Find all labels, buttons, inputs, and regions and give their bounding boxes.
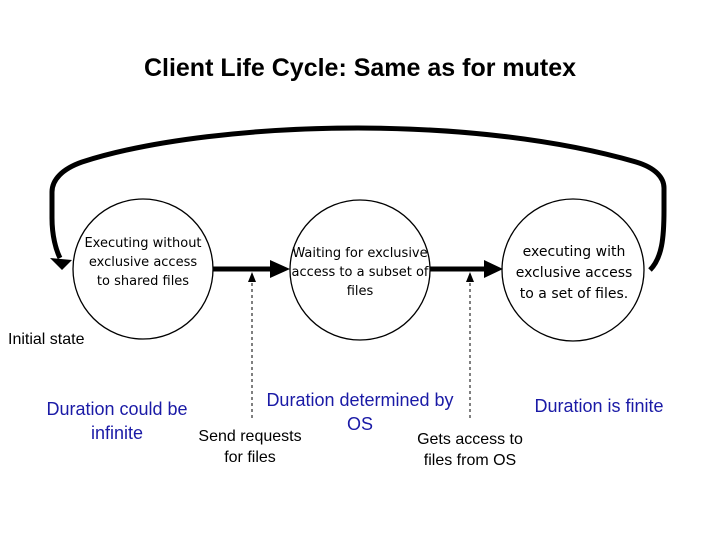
return-loop-arrowhead <box>50 258 72 270</box>
transition-arrowhead-1 <box>270 260 290 278</box>
return-loop-arrow <box>49 125 667 272</box>
duration-exclusive: Duration is finite <box>534 396 664 416</box>
gets-access-pointer-head <box>466 272 474 282</box>
state-circle-exclusive <box>501 198 645 342</box>
state-label-waiting: Waiting for exclusive access to a subset… <box>291 246 429 299</box>
state-label-exclusive: executing with exclusive access to a set… <box>515 244 633 302</box>
gets-access-note: Gets access to files from OS <box>417 431 523 469</box>
duration-executing: Duration could be infinite <box>46 399 188 443</box>
send-requests-note: Send requests for files <box>198 428 302 466</box>
state-label-executing: Executing without exclusive access to sh… <box>84 236 202 289</box>
diagram-title: Client Life Cycle: Same as for mutex <box>143 54 577 82</box>
initial-state-label: Initial state <box>8 331 85 348</box>
send-requests-pointer-head <box>248 272 256 282</box>
duration-waiting: Duration determined by OS <box>266 390 454 434</box>
transition-arrowhead-2 <box>484 260 503 278</box>
